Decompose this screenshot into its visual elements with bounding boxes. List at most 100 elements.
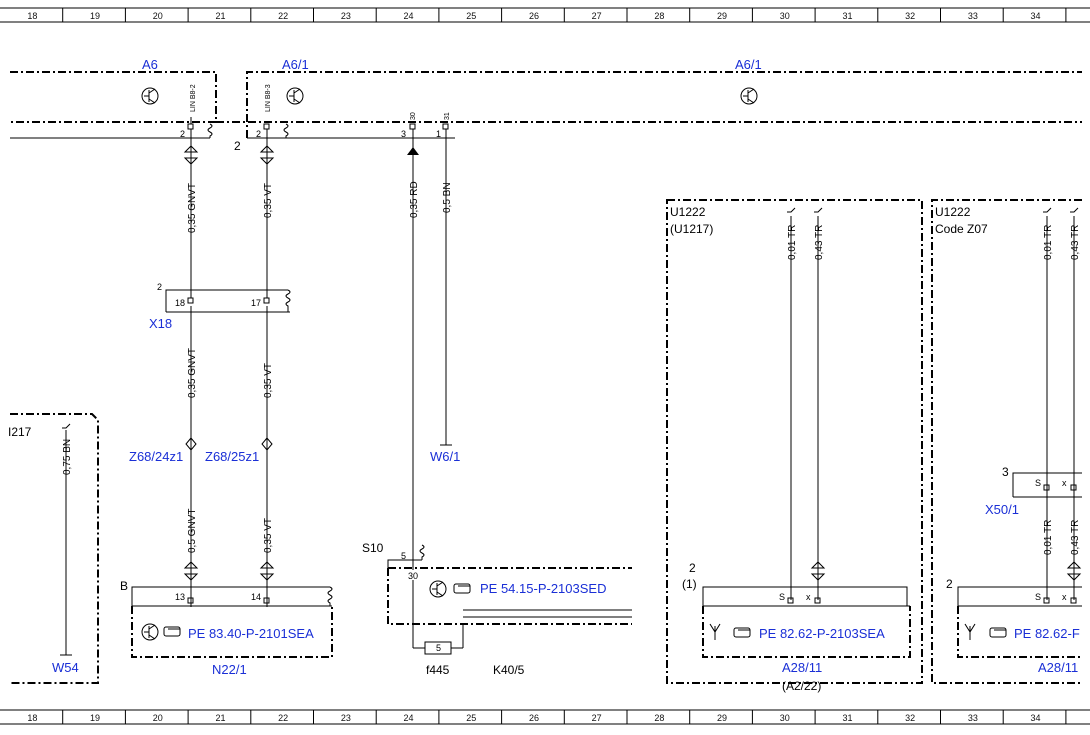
grid-column-label: 22 <box>278 11 288 21</box>
k40-5-label: K40/5 <box>493 663 525 677</box>
a28b-pin-s: S <box>1035 592 1041 602</box>
wire-label: 0,43 TR <box>814 225 825 260</box>
u1222-b-label: U1222 <box>935 205 971 219</box>
grid-column-label: 19 <box>90 11 100 21</box>
grid-column-label: 18 <box>27 713 37 723</box>
a6-1-pin-1: 1 <box>436 129 441 139</box>
ref-pe-82-b[interactable]: PE 82.62-F <box>1014 626 1080 641</box>
w54-label: W54 <box>52 660 79 675</box>
a6-pin-2: 2 <box>180 129 185 139</box>
wire-label: 0,01 TR <box>1043 520 1054 555</box>
a28a-pin-1: (1) <box>682 577 697 591</box>
module-a6-1: A6/1 A6/1 LIN B8-3 30 31 2 3 1 2 <box>216 57 1082 153</box>
wire-label: 0,5 GNVT <box>187 509 198 553</box>
n22-pin-14: 14 <box>251 592 261 602</box>
ref-pe-54[interactable]: PE 54.15-P-2103SED <box>480 581 606 596</box>
grid-top <box>0 7 1090 23</box>
grid-column-label: 27 <box>592 713 602 723</box>
grid-column-label: 22 <box>278 713 288 723</box>
u1217-partial-label: I217 <box>8 425 32 439</box>
a6-1-pin-2: 2 <box>256 129 261 139</box>
transistor-icon <box>429 580 447 598</box>
module-n22-1: B 13 14 PE 83.40-P-2101SEA N22/1 <box>120 579 333 677</box>
a28a-pin-2: 2 <box>689 561 696 575</box>
wire-label: 0,5 BN <box>442 182 453 213</box>
a28b-pin-2: 2 <box>946 577 953 591</box>
grid-column-label: 30 <box>780 11 790 21</box>
grid-column-label: 29 <box>717 713 727 723</box>
grid-column-label: 32 <box>905 713 915 723</box>
transistor-icon <box>141 87 159 105</box>
module-u1217-partial: I217 0,75 BN W54 <box>8 413 99 684</box>
ref-pe-83[interactable]: PE 83.40-P-2101SEA <box>188 626 314 641</box>
lin-b8-2-label: LIN B8-2 <box>190 84 197 112</box>
s10-pin-5: 5 <box>401 551 406 561</box>
n22-1-label: N22/1 <box>212 662 247 677</box>
grid-column-label: 34 <box>1031 11 1041 21</box>
grid-column-label: 28 <box>654 11 664 21</box>
x50-pin-x: x <box>1062 478 1067 488</box>
wire-label: 0,35 RD <box>409 181 420 218</box>
u1222-a-label: U1222 <box>670 205 706 219</box>
a28a-pin-x: x <box>806 592 811 602</box>
module-u1222-z07: U1222 Code Z07 0,01 TR 0,43 TR 3 S x X50… <box>931 199 1082 684</box>
pin-30-label: 30 <box>410 112 417 120</box>
s10-label: S10 <box>362 541 384 555</box>
relay-k40-5: S10 5 30 PE 54.15-P-2103SED 5 f445 K40/5 <box>362 541 632 677</box>
grid-column-label: 19 <box>90 713 100 723</box>
grid-column-label: 33 <box>968 11 978 21</box>
grid-bottom <box>0 709 1090 725</box>
connector-x18: 2 18 17 X18 <box>149 282 291 331</box>
wire-label: 0,01 TR <box>1043 225 1054 260</box>
a6-1-outer-2: 2 <box>234 139 241 153</box>
pin-box <box>187 123 194 130</box>
module-u1222-u1217: U1222 (U1217) 0,01 TR 0,43 TR 2 (1) S x … <box>666 199 923 693</box>
u1222-a-sub: (U1217) <box>670 222 713 236</box>
wire-bn: 0,5 BN W6/1 <box>430 129 460 464</box>
wire-rd: 0,35 RD <box>407 129 420 552</box>
grid-column-label: 21 <box>215 11 225 21</box>
x50-pin-3: 3 <box>1002 465 1009 479</box>
wire-label: 0,43 TR <box>1070 225 1081 260</box>
grid-column-label: 26 <box>529 11 539 21</box>
grid-column-label: 23 <box>341 11 351 21</box>
x50-1-label: X50/1 <box>985 502 1019 517</box>
a28b-pin-x: x <box>1062 592 1067 602</box>
grid-column-label: 32 <box>905 11 915 21</box>
grid-column-label: 25 <box>466 11 476 21</box>
grid-column-label: 21 <box>215 713 225 723</box>
grid-column-label: 24 <box>404 11 414 21</box>
wire-label: 0,35 VT <box>263 518 274 553</box>
hand-pointer-icon <box>989 627 1007 638</box>
z68-24z1-label: Z68/24z1 <box>129 449 183 464</box>
grid-column-label: 29 <box>717 11 727 21</box>
a6-1-pin-3: 3 <box>401 129 406 139</box>
n22-pin-13: 13 <box>175 592 185 602</box>
hand-pointer-icon <box>733 627 751 638</box>
f445-label: f445 <box>426 663 450 677</box>
a6-label: A6 <box>142 57 158 72</box>
u1222-b-sub: Code Z07 <box>935 222 988 236</box>
wire-label: 0,35 GNVT <box>187 348 198 398</box>
a6-1-label-right: A6/1 <box>735 57 762 72</box>
transistor-icon <box>286 87 304 105</box>
f445-pin-5: 5 <box>436 643 441 653</box>
x18-label: X18 <box>149 316 172 331</box>
ref-pe-82-a[interactable]: PE 82.62-P-2103SEA <box>759 626 885 641</box>
grid-column-label: 24 <box>404 713 414 723</box>
grid-column-label: 31 <box>842 11 852 21</box>
hand-pointer-icon <box>453 583 471 594</box>
w6-1-label: W6/1 <box>430 449 460 464</box>
wire-label: 0,75 BN <box>62 439 73 475</box>
hand-pointer-icon <box>163 626 181 637</box>
grid-column-label: 34 <box>1031 713 1041 723</box>
x18-pin-17: 17 <box>251 298 261 308</box>
grid-column-label: 33 <box>968 713 978 723</box>
wire-label: 0,35 VT <box>263 183 274 218</box>
transistor-icon <box>740 87 758 105</box>
grid-column-label: 25 <box>466 713 476 723</box>
wire-label: 0,43 TR <box>1070 520 1081 555</box>
grid-column-label: 27 <box>592 11 602 21</box>
x18-pin-18: 18 <box>175 298 185 308</box>
lin-b8-3-label: LIN B8-3 <box>265 84 272 112</box>
